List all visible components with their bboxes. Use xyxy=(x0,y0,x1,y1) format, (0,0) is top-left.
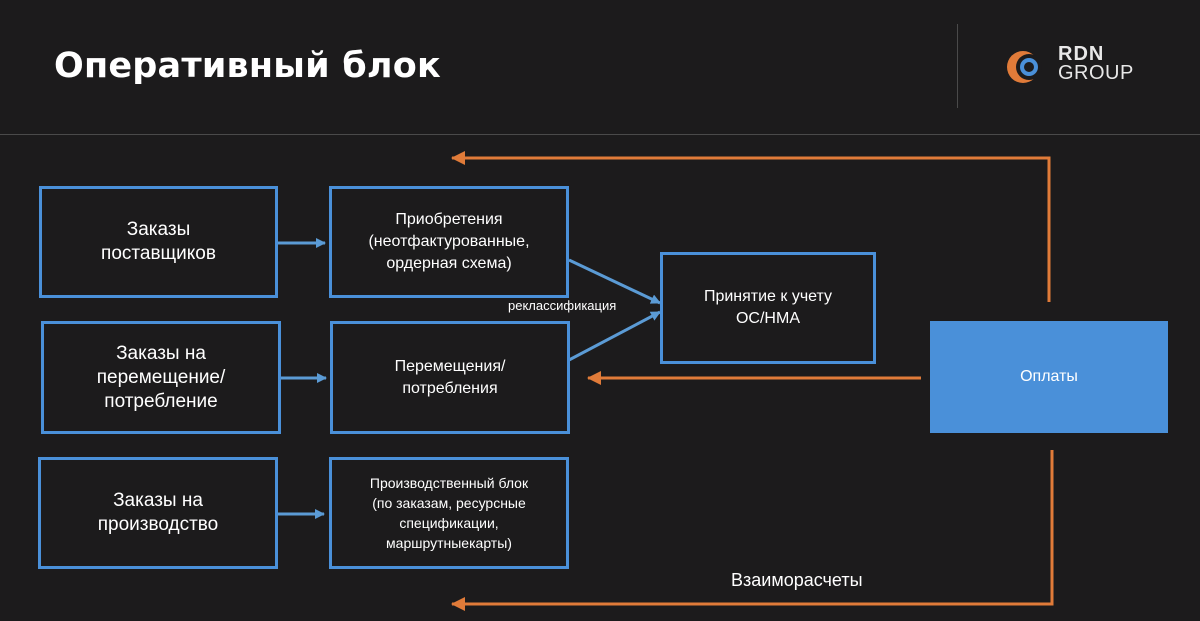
header-vertical-divider xyxy=(957,24,958,108)
acquisitions-label: Приобретения (неотфактурованные, ордерна… xyxy=(368,211,530,272)
logo-text-line1: RDN xyxy=(1058,43,1105,65)
arrow-payments-to-acquisitions xyxy=(451,151,1051,302)
arrow-transfers-to-acceptance xyxy=(568,310,661,362)
asset-acceptance-label: Принятие к учету ОС/НМА xyxy=(703,288,833,327)
transfers-box: Перемещения/ потребления xyxy=(330,321,570,434)
rdn-group-logo: RDN GROUP xyxy=(1003,44,1143,88)
logo-mark-icon xyxy=(1007,51,1042,83)
asset-acceptance-box: Принятие к учету ОС/НМА xyxy=(660,252,876,364)
supplier-orders-label: Заказы поставщиков xyxy=(101,219,216,264)
acquisitions-box: Приобретения (неотфактурованные, ордерна… xyxy=(329,186,569,298)
settlements-label: Взаиморасчеты xyxy=(731,570,863,590)
transfers-label: Перемещения/ потребления xyxy=(394,357,506,397)
logo-text-line2: GROUP xyxy=(1058,62,1134,84)
page-title: Оперативный блок xyxy=(54,46,441,86)
payments-label: Оплаты xyxy=(1020,368,1078,385)
production-orders-box: Заказы на производство xyxy=(38,457,278,569)
arrow-payments-to-production xyxy=(451,450,1054,611)
transfer-orders-box: Заказы на перемещение/ потребление xyxy=(41,321,281,434)
production-block-box: Производственный блок (по заказам, ресур… xyxy=(329,457,569,569)
supplier-orders-box: Заказы поставщиков xyxy=(39,186,278,298)
transfer-orders-label: Заказы на перемещение/ потребление xyxy=(96,342,226,412)
arrow-acquisitions-to-acceptance xyxy=(568,258,661,305)
payments-box: Оплаты xyxy=(930,321,1168,433)
production-block-label: Производственный блок (по заказам, ресур… xyxy=(369,475,529,551)
header-horizontal-divider xyxy=(0,134,1200,135)
production-orders-label: Заказы на производство xyxy=(97,490,219,535)
reclassification-label: реклассификация xyxy=(508,298,617,313)
